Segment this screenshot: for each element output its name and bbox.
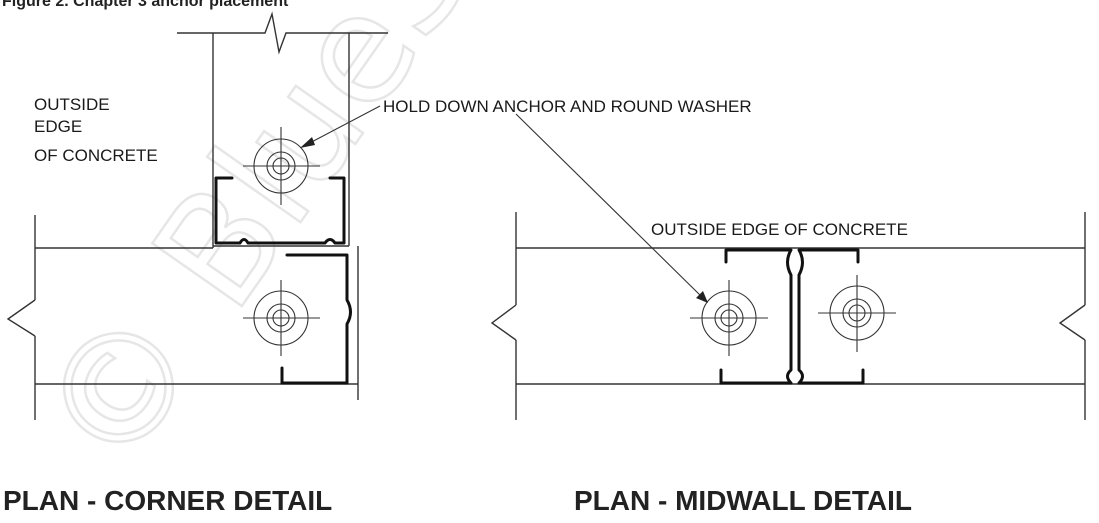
corner-detail-title: PLAN - CORNER DETAIL bbox=[3, 485, 332, 516]
watermark: © BlueScope bbox=[7, 0, 715, 501]
corner-upper-stud bbox=[214, 176, 346, 245]
corner-detail: OUTSIDE EDGE OF CONCRETE PLAN - CORNER D… bbox=[3, 11, 388, 516]
midwall-right-anchor bbox=[818, 275, 896, 352]
midwall-outside-edge-label: OUTSIDE EDGE OF CONCRETE bbox=[651, 220, 908, 239]
corner-break-line-top bbox=[177, 11, 388, 55]
corner-lower-stud bbox=[280, 253, 352, 385]
midwall-break-left bbox=[490, 304, 517, 341]
figure-caption: Figure 2. Chapter 3 anchor placement bbox=[2, 0, 289, 10]
corner-lower-anchor bbox=[243, 280, 320, 356]
midwall-left-anchor bbox=[690, 280, 768, 356]
corner-outside-edge-label-1: OUTSIDE bbox=[34, 95, 110, 114]
corner-break-line-left bbox=[6, 299, 36, 337]
midwall-detail: OUTSIDE EDGE OF CONCRETE PLAN - MIDWALL … bbox=[490, 212, 1086, 516]
corner-upper-anchor bbox=[243, 127, 320, 205]
midwall-detail-title: PLAN - MIDWALL DETAIL bbox=[574, 485, 912, 516]
corner-outside-edge-label-2: EDGE bbox=[34, 117, 82, 136]
corner-outside-edge-label-3: OF CONCRETE bbox=[34, 146, 158, 165]
hold-down-leaders bbox=[300, 105, 708, 303]
hold-down-label: HOLD DOWN ANCHOR AND ROUND WASHER bbox=[383, 97, 752, 116]
midwall-left-stud bbox=[719, 248, 793, 385]
midwall-break-right bbox=[1058, 304, 1086, 341]
midwall-right-stud bbox=[797, 248, 865, 385]
